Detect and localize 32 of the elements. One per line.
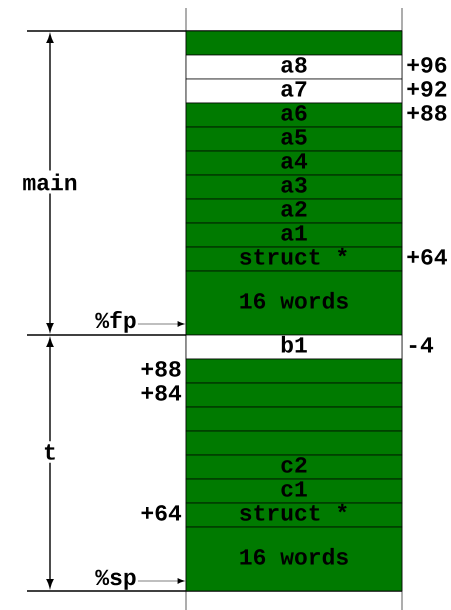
stack-slot (186, 30, 402, 56)
offset-label: +64 (407, 249, 447, 265)
offset-label: -4 (410, 337, 434, 352)
stack-slot (186, 382, 402, 408)
stack-slot: a3 (186, 174, 402, 200)
offset-label: +84 (142, 385, 182, 401)
frame-label: main (19, 170, 81, 194)
offset-label: +88 (142, 361, 181, 377)
stack-slot: c1 (186, 478, 402, 504)
offset-label: +88 (407, 105, 446, 121)
offset-label: +96 (407, 57, 446, 73)
stack-slot: b1 (186, 334, 402, 360)
stack-slot: a6 (186, 102, 402, 128)
offset-label: +92 (407, 81, 446, 97)
stack-slot: a5 (186, 126, 402, 152)
stack-slot: a1 (186, 222, 402, 248)
arrow (138, 321, 185, 327)
stack-slot: struct * (186, 246, 402, 272)
register-label: %sp (95, 570, 136, 590)
stack-slot: a4 (186, 150, 402, 176)
stack-slot: a2 (186, 198, 402, 224)
stack-slot (186, 406, 402, 432)
offset-label: +64 (142, 505, 182, 521)
stack-slot: struct * (186, 502, 402, 528)
stack-slot: a8 (186, 54, 402, 80)
register-label: %fp (95, 311, 136, 333)
stack-slot: c2 (186, 454, 402, 480)
stack-slot (186, 358, 402, 384)
stack-slot: a7 (186, 78, 402, 104)
frame-label: t (40, 441, 60, 463)
arrow (138, 578, 185, 584)
stack-slot (186, 430, 402, 456)
